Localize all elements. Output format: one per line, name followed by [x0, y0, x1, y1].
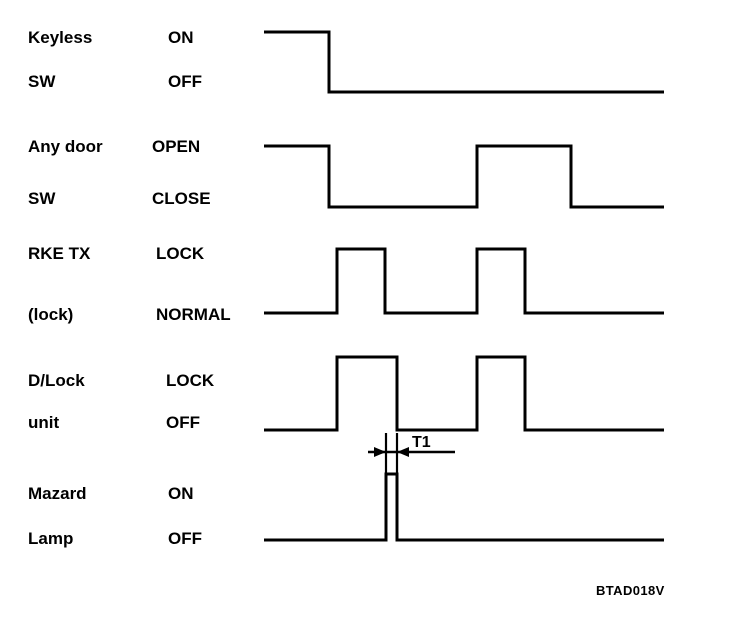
state-label-close: CLOSE	[152, 189, 211, 208]
t1-label: T1	[412, 434, 431, 451]
signal-row-any-door-sw: Any door SW OPEN CLOSE	[28, 137, 664, 209]
signal-name-any-door-sw-line2: SW	[28, 189, 56, 208]
waveform-dlock-unit	[264, 355, 664, 432]
state-label-normal: NORMAL	[156, 305, 231, 324]
waveform-any-door-sw	[264, 144, 664, 209]
waveform-keyless-sw	[264, 30, 664, 94]
state-label-open: OPEN	[152, 137, 200, 156]
signal-name-any-door-sw-line1: Any door	[28, 137, 103, 156]
signal-row-dlock-unit: D/Lock unit LOCK OFF	[28, 355, 664, 432]
signal-row-rke-tx-lock: RKE TX (lock) LOCK NORMAL	[28, 244, 664, 324]
t1-arrow-head-right	[397, 447, 409, 457]
state-label-lock-rke: LOCK	[156, 244, 205, 263]
signal-name-keyless-sw-line1: Keyless	[28, 28, 92, 47]
state-label-lock-dlock: LOCK	[166, 371, 215, 390]
signal-row-mazard-lamp: Mazard Lamp ON OFF	[28, 472, 664, 548]
signal-name-mazard-line2: Lamp	[28, 529, 73, 548]
signal-name-rke-tx-line2: (lock)	[28, 305, 73, 324]
signal-name-keyless-sw-line2: SW	[28, 72, 56, 91]
signal-name-dlock-line1: D/Lock	[28, 371, 85, 390]
signal-name-rke-tx-line1: RKE TX	[28, 244, 91, 263]
state-label-off-dlock: OFF	[166, 413, 200, 432]
state-label-off-mazard: OFF	[168, 529, 202, 548]
state-label-on: ON	[168, 28, 194, 47]
state-label-off: OFF	[168, 72, 202, 91]
waveform-rke-tx-lock	[264, 247, 664, 315]
state-label-on-mazard: ON	[168, 484, 194, 503]
waveform-mazard-lamp	[264, 472, 664, 542]
figure-code-label: BTAD018V	[596, 583, 665, 598]
t1-dimension-annotation: T1	[368, 433, 455, 478]
signal-name-mazard-line1: Mazard	[28, 484, 87, 503]
signal-row-keyless-sw: Keyless SW ON OFF	[28, 28, 664, 94]
t1-arrow-head-left	[374, 447, 386, 457]
signal-name-dlock-line2: unit	[28, 413, 59, 432]
